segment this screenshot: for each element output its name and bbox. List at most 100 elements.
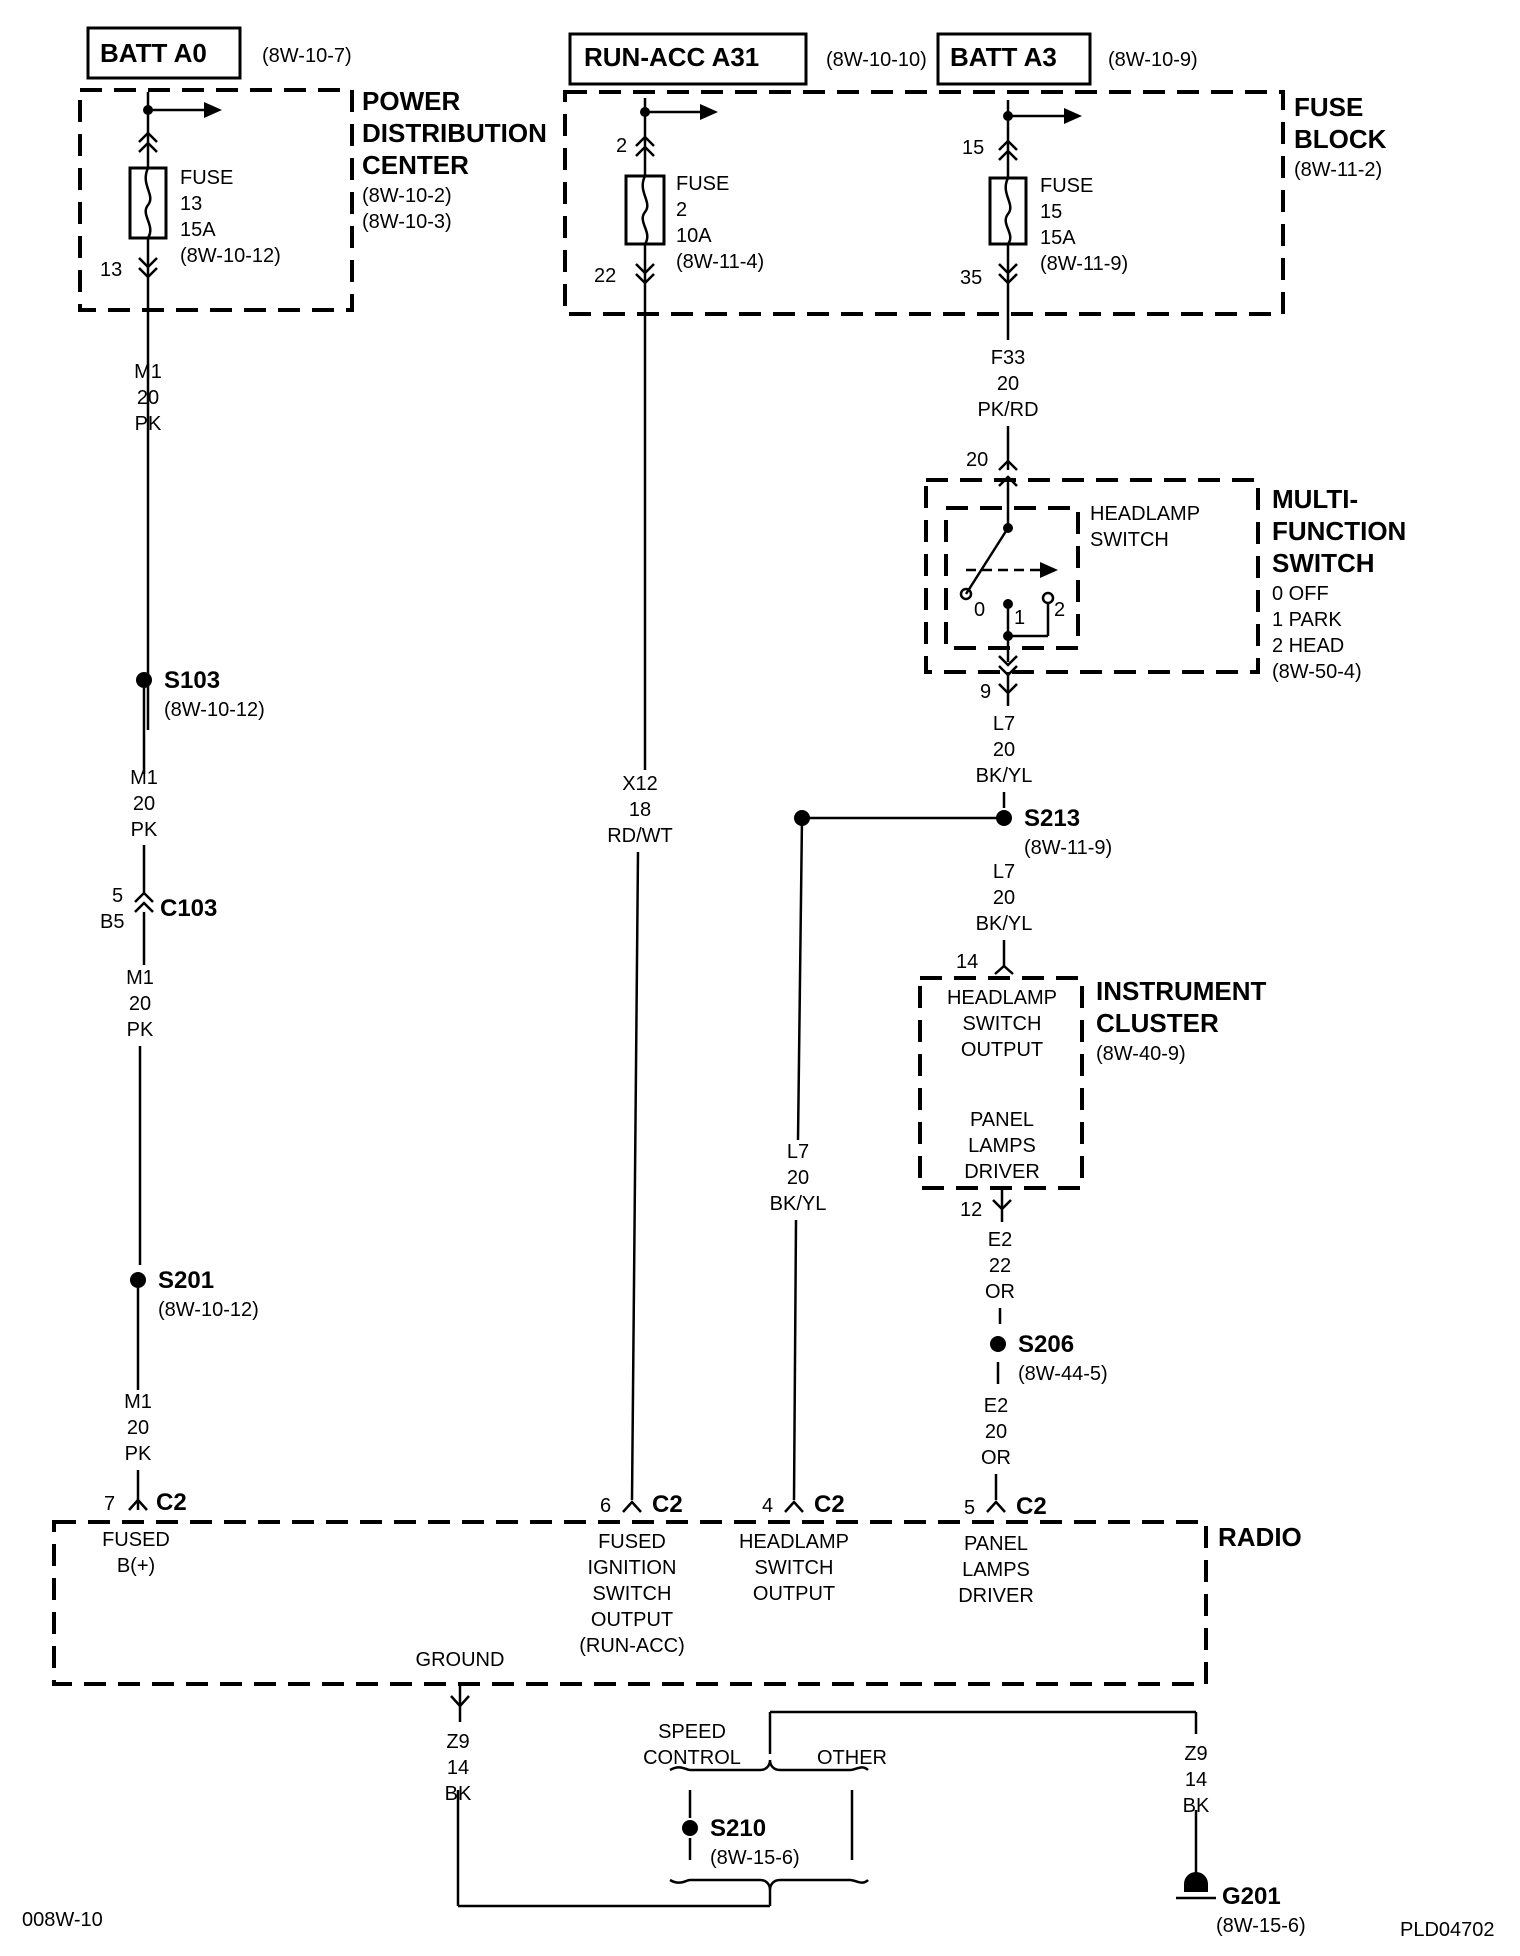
z9-a-line-2: 14 <box>447 1757 469 1779</box>
fuse-block-ref: (8W-11-2) <box>1294 159 1382 181</box>
cluster-ref: (8W-40-9) <box>1096 1043 1186 1065</box>
m1-b-line-3: PK <box>131 819 158 841</box>
s103-dot <box>136 672 152 688</box>
radio-pin-7-c2: C2 <box>156 1489 187 1516</box>
radio-pin-5: 5 <box>964 1497 975 1519</box>
cluster-pin-in: 14 <box>956 951 978 973</box>
batt-a0-box <box>86 26 242 80</box>
m1-a-line-2: 20 <box>137 387 159 409</box>
cluster-driver-3: DRIVER <box>964 1161 1040 1183</box>
cluster-output-1: HEADLAMP <box>947 987 1057 1009</box>
pdc-title-2: DISTRIBUTION <box>362 118 547 148</box>
cluster-driver-2: LAMPS <box>968 1135 1036 1157</box>
cluster-driver-1: PANEL <box>970 1109 1034 1131</box>
fuse-block-title-2: BLOCK <box>1294 124 1387 154</box>
msw-title-2: FUNCTION <box>1272 516 1406 546</box>
radio-pin-6-line-2: IGNITION <box>588 1557 677 1579</box>
radio-box <box>52 1520 1208 1686</box>
radio-pin-6-line-5: (RUN-ACC) <box>579 1635 685 1657</box>
fuse-15-line-2: 15 <box>1040 201 1062 223</box>
radio-pin-7: 7 <box>104 1493 115 1515</box>
msw-title-1: MULTI- <box>1272 484 1358 514</box>
radio-pin-6: 6 <box>600 1495 611 1517</box>
e2-a-line-2: 22 <box>989 1255 1011 1277</box>
pdc-fuse-13 <box>128 92 222 730</box>
l7-c-line-2: 20 <box>787 1167 809 1189</box>
cluster-title-1: INSTRUMENT <box>1096 976 1267 1006</box>
l7-c-line-3: BK/YL <box>770 1193 827 1215</box>
l7-a-line-1: L7 <box>993 713 1015 735</box>
ground-other-label: OTHER <box>817 1747 887 1769</box>
l7-b-line-3: BK/YL <box>976 913 1033 935</box>
radio-pin-6-line-1: FUSED <box>598 1531 666 1553</box>
pdc-fuse-line-4: (8W-10-12) <box>180 245 281 267</box>
radio-pin-4-line-1: HEADLAMP <box>739 1531 849 1553</box>
f33-line-2: 20 <box>997 373 1019 395</box>
cluster-pin-out: 12 <box>960 1199 982 1221</box>
l7-c-line-1: L7 <box>787 1141 809 1163</box>
msw-pin-out: 9 <box>980 681 991 703</box>
f33-line-3: PK/RD <box>977 399 1038 421</box>
msw-pin-20-connector <box>998 459 1018 471</box>
fuse-15-line-4: (8W-11-9) <box>1040 253 1128 275</box>
headlamp-switch-label-1: HEADLAMP <box>1090 503 1200 525</box>
fuse-15-line-1: FUSE <box>1040 175 1093 197</box>
m1-c-line-3: PK <box>127 1019 154 1041</box>
m1-d-line-3: PK <box>125 1443 152 1465</box>
msw-contact-0: 0 <box>974 599 985 621</box>
radio-pin-6-connector <box>622 1500 642 1513</box>
s213-name: S213 <box>1024 805 1080 832</box>
radio-ground-label: GROUND <box>416 1649 505 1671</box>
batt-a3-label: BATT A3 <box>950 42 1057 72</box>
batt-a0-label: BATT A0 <box>100 38 207 68</box>
radio-pin-5-c2: C2 <box>1016 1493 1047 1520</box>
fuse-2-line-3: 10A <box>676 225 712 247</box>
msw-title-3: SWITCH <box>1272 548 1375 578</box>
pdc-box <box>78 88 354 312</box>
radio-title: RADIO <box>1218 1522 1302 1552</box>
instrument-cluster-box <box>918 976 1084 1190</box>
l7-a-line-2: 20 <box>993 739 1015 761</box>
batt-a3-box <box>936 32 1092 86</box>
x12-line-2: 18 <box>629 799 651 821</box>
s210-dot <box>682 1820 698 1836</box>
radio-pin-5-connector <box>986 1500 1006 1513</box>
msw-pin-in: 20 <box>966 449 988 471</box>
radio-pin-4: 4 <box>762 1495 773 1517</box>
batt-a0-ref: (8W-10-7) <box>262 45 352 67</box>
msw-contact-2: 2 <box>1054 599 1065 621</box>
radio-pin-4-connector <box>784 1500 804 1513</box>
s201-ref: (8W-10-12) <box>158 1299 259 1321</box>
radio-pin-5-line-1: PANEL <box>964 1533 1028 1555</box>
cluster-title-2: CLUSTER <box>1096 1008 1219 1038</box>
z9-b-line-2: 14 <box>1185 1769 1207 1791</box>
fuse-15-line-3: 15A <box>1040 227 1076 249</box>
m1-d-line-1: M1 <box>124 1391 152 1413</box>
e2-b-line-1: E2 <box>984 1395 1008 1417</box>
multifunction-switch-box <box>924 478 1260 674</box>
m1-b-line-1: M1 <box>130 767 158 789</box>
msw-ref: (8W-50-4) <box>1272 661 1362 683</box>
pdc-fuse-line-2: 13 <box>180 193 202 215</box>
m1-c-line-2: 20 <box>129 993 151 1015</box>
s201-name: S201 <box>158 1267 214 1294</box>
ground-wiring <box>450 1686 1216 1908</box>
e2-b-line-2: 20 <box>985 1421 1007 1443</box>
m1-c-line-1: M1 <box>126 967 154 989</box>
e2-a-line-1: E2 <box>988 1229 1012 1251</box>
l7-b-line-1: L7 <box>993 861 1015 883</box>
m1-b-line-2: 20 <box>133 793 155 815</box>
pdc-pin-out: 13 <box>100 259 122 281</box>
fuse-15-pin-in: 15 <box>962 137 984 159</box>
radio-pin-6-line-4: OUTPUT <box>591 1609 673 1631</box>
radio-pin-4-c2: C2 <box>814 1491 845 1518</box>
m1-a-line-3: PK <box>135 413 162 435</box>
l7-a-line-3: BK/YL <box>976 765 1033 787</box>
run-acc-a31-ref: (8W-10-10) <box>826 49 927 71</box>
x12-line-3: RD/WT <box>607 825 673 847</box>
speed-control-line-1: SPEED <box>658 1721 726 1743</box>
e2-b-line-3: OR <box>981 1447 1011 1469</box>
s206-ref: (8W-44-5) <box>1018 1363 1108 1385</box>
radio-pin-4-line-2: SWITCH <box>755 1557 834 1579</box>
